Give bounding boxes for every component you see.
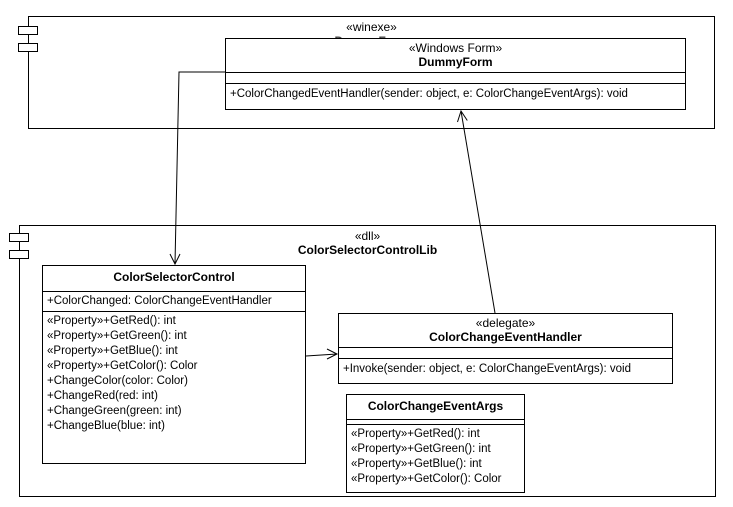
color-change-event-args-name: ColorChangeEventArgs (367, 399, 504, 413)
operation: «Property»+GetColor(): Color (351, 473, 502, 485)
color-change-event-args-header: ColorChangeEventArgs (347, 395, 524, 420)
operation: «Property»+GetGreen(): int (351, 443, 491, 455)
color-change-event-handler-name: ColorChangeEventHandler (429, 330, 582, 344)
color-selector-control-class[interactable]: ColorSelectorControl +ColorChanged: Colo… (42, 265, 306, 464)
attribute: +ColorChanged: ColorChangeEventHandler (47, 295, 272, 307)
color-change-event-handler-operations: +Invoke(sender: object, e: ColorChangeEv… (339, 359, 672, 379)
color-change-event-handler-class[interactable]: «delegate» ColorChangeEventHandler +Invo… (338, 313, 673, 384)
dummy-form-class[interactable]: «Windows Form» DummyForm +ColorChangedEv… (225, 38, 686, 110)
color-selector-control-attributes: +ColorChanged: ColorChangeEventHandler (43, 292, 305, 312)
operation: «Property»+GetRed(): int (47, 315, 176, 327)
color-change-event-args-attributes (347, 420, 524, 425)
winexe-stereotype: «winexe» (346, 20, 397, 34)
component-tab-icon (9, 250, 29, 259)
dummy-form-stereotype: «Windows Form» (408, 41, 503, 55)
operation: «Property»+GetBlue(): int (351, 458, 482, 470)
operation: +ChangeGreen(green: int) (47, 405, 182, 417)
color-change-event-handler-attributes (339, 348, 672, 359)
color-change-event-handler-stereotype: «delegate» (475, 316, 536, 330)
component-tab-icon (18, 43, 38, 52)
dll-stereotype: «dll» (354, 229, 381, 243)
color-selector-control-name: ColorSelectorControl (113, 270, 235, 284)
operation: «Property»+GetColor(): Color (47, 360, 198, 372)
color-change-event-args-operations: «Property»+GetRed(): int «Property»+GetG… (347, 425, 524, 489)
component-tab-icon (18, 26, 38, 35)
dummy-form-attributes (226, 73, 685, 84)
operation: «Property»+GetBlue(): int (47, 345, 178, 357)
dummy-form-header: «Windows Form» DummyForm (226, 39, 685, 73)
dummy-form-operations: +ColorChangedEventHandler(sender: object… (226, 84, 685, 104)
operation: «Property»+GetRed(): int (351, 428, 480, 440)
operation: +Invoke(sender: object, e: ColorChangeEv… (343, 363, 631, 375)
color-selector-control-operations: «Property»+GetRed(): int «Property»+GetG… (43, 312, 305, 436)
operation: +ChangeRed(red: int) (47, 390, 158, 402)
operation: +ColorChangedEventHandler(sender: object… (230, 88, 628, 100)
component-tab-icon (9, 233, 29, 242)
operation: «Property»+GetGreen(): int (47, 330, 187, 342)
operation: +ChangeBlue(blue: int) (47, 420, 165, 432)
dummy-form-name: DummyForm (418, 55, 493, 69)
dll-component-name: ColorSelectorControlLib (297, 243, 438, 257)
color-change-event-args-class[interactable]: ColorChangeEventArgs «Property»+GetRed()… (346, 394, 525, 493)
color-change-event-handler-header: «delegate» ColorChangeEventHandler (339, 314, 672, 348)
color-selector-control-header: ColorSelectorControl (43, 266, 305, 292)
operation: +ChangeColor(color: Color) (47, 375, 188, 387)
